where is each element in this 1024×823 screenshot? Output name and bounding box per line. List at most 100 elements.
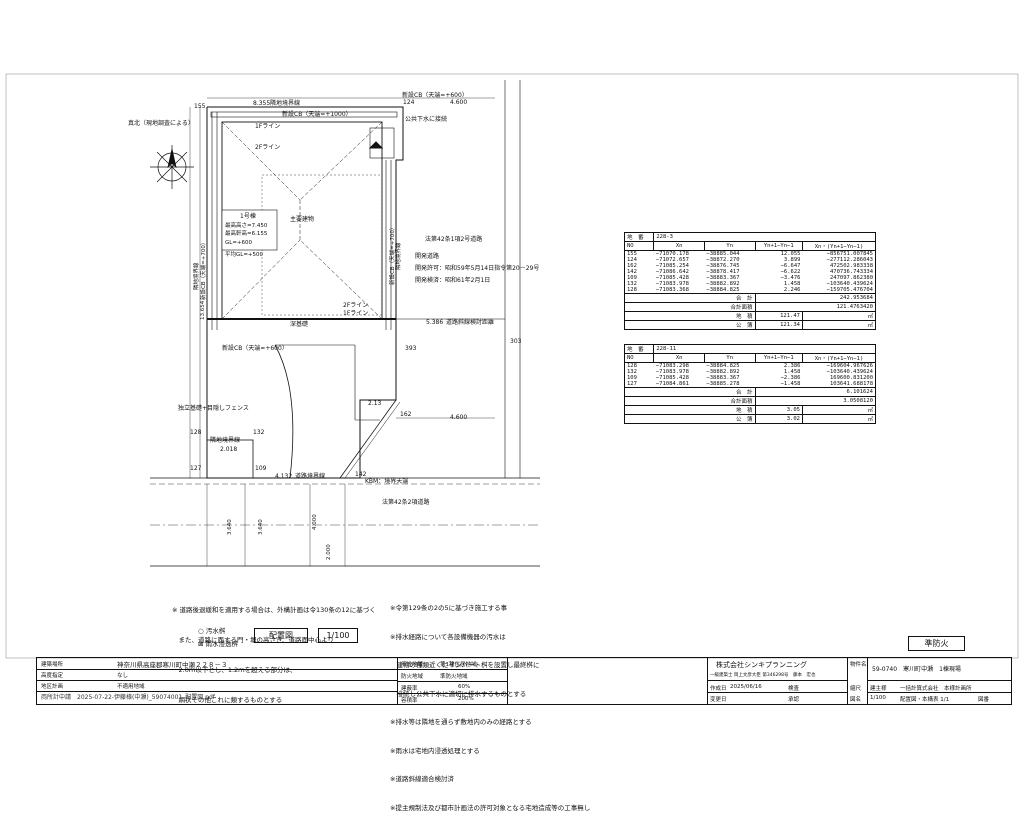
svg-text:1Fライン: 1Fライン xyxy=(343,310,368,317)
svg-text:隣地境界線: 隣地境界線 xyxy=(192,262,200,290)
svg-text:道路境界線: 道路境界線 xyxy=(295,472,325,480)
area-table-228-11: 地 番 228-11 NO Xn Yn Yn+1−Yn−1 Xn・(Yn+1−Y… xyxy=(623,344,877,424)
svg-text:隣地境界線: 隣地境界線 xyxy=(394,242,402,270)
svg-text:3.640: 3.640 xyxy=(227,519,233,535)
note-line: ※提主規制法及び都市計画法の許可対象となる宅地造成等の工事無し xyxy=(390,803,591,812)
svg-text:公共下水に接続: 公共下水に接続 xyxy=(405,115,447,123)
svg-text:新設CB（天端=+600）: 新設CB（天端=+600） xyxy=(222,344,288,352)
legend-rain: ⊠ 雨水浸透桝 xyxy=(198,640,239,648)
drawing-name-box: 配置図 xyxy=(254,628,308,643)
file-name: 両所計中請 2025-07-22-伊藤様(中瀬)_59074001_配置図.pd… xyxy=(41,694,215,701)
location-value: 神奈川県高座郡寒川町中瀬２２８－３ xyxy=(117,661,228,669)
svg-text:109: 109 xyxy=(255,465,267,472)
svg-text:開発道路: 開発道路 xyxy=(415,252,439,260)
cb-wall-top xyxy=(210,111,398,118)
svg-text:隣地境界線: 隣地境界線 xyxy=(210,436,240,444)
scale-box: 1/100 xyxy=(318,628,358,643)
svg-text:2.13: 2.13 xyxy=(368,400,382,407)
svg-text:平均GL=+500: 平均GL=+500 xyxy=(225,250,264,258)
svg-text:2Fライン: 2Fライン xyxy=(343,302,368,309)
svg-text:155: 155 xyxy=(194,103,206,110)
table-title-row: 地 番 228-11 xyxy=(623,344,876,354)
building-info-box: 1号棟 最高高さ=7.450 最高軒高=6.155 GL=+600 平均GL=+… xyxy=(221,209,278,258)
svg-text:新設CB（天端=+700）: 新設CB（天端=+700） xyxy=(388,225,396,285)
svg-text:道路斜線検討距離: 道路斜線検討距離 xyxy=(446,318,494,326)
svg-text:独立基礎+目隠しフェンス: 独立基礎+目隠しフェンス xyxy=(178,404,249,412)
note-line: ※令第129条の2の5に基づき施工する事 xyxy=(390,604,508,612)
legend-sewer: ○ 汚水桝 xyxy=(198,627,226,635)
property-name: 59-0740 寒川町中瀬 1棟現場 xyxy=(872,666,961,673)
svg-text:2Fライン: 2Fライン xyxy=(255,144,280,151)
note-line: 網状その他これに類するものとする xyxy=(172,696,283,704)
svg-text:新設CB（天端=+600）: 新設CB（天端=+600） xyxy=(402,91,468,99)
svg-text:開発検済：昭和61年2月1日: 開発検済：昭和61年2月1日 xyxy=(415,276,490,284)
site-plan xyxy=(150,80,540,567)
svg-text:主要建物: 主要建物 xyxy=(290,215,314,223)
svg-text:隣地境界線: 隣地境界線 xyxy=(270,99,300,107)
svg-text:4.600: 4.600 xyxy=(450,99,467,106)
svg-text:最高軒高=6.155: 最高軒高=6.155 xyxy=(225,229,268,237)
note-line: ※雨水は宅地内浸透処理とする xyxy=(390,746,480,755)
north-label: 真北（現地調査による） xyxy=(128,119,194,127)
svg-text:法第42条2項道路: 法第42条2項道路 xyxy=(382,498,429,506)
svg-text:4.600: 4.600 xyxy=(450,414,467,421)
table-header-row: NO Xn Yn Yn+1−Yn−1 Xn・(Yn+1−Yn−1) xyxy=(623,241,877,251)
svg-text:1Fライン: 1Fライン xyxy=(255,123,280,130)
svg-text:法第42条1項2号道路: 法第42条1項2号道路 xyxy=(425,235,482,243)
svg-text:2.018: 2.018 xyxy=(220,446,237,453)
svg-text:新設CB（天端=+700）: 新設CB（天端=+700） xyxy=(199,240,207,300)
svg-text:127: 127 xyxy=(190,465,202,472)
table-title-row: 地 番 228-3 xyxy=(623,232,876,242)
svg-text:最高高さ=7.450: 最高高さ=7.450 xyxy=(225,221,268,229)
area-table-228-3: 地 番 228-3 NO Xn Yn Yn+1−Yn−1 Xn・(Yn+1−Yn… xyxy=(623,232,877,330)
svg-text:深基礎: 深基礎 xyxy=(290,320,308,328)
title-block: 建築場所 神奈川県高座郡寒川町中瀬２２８－３ 高度指定 なし 地区計画 不適用地… xyxy=(36,657,1012,705)
svg-text:13.654: 13.654 xyxy=(200,300,206,320)
legend: ○ 汚水桝 ⊠ 雨水浸透桝 xyxy=(198,625,238,651)
table-header-row: NO Xn Yn Yn+1−Yn−1 Xn・(Yn+1−Yn−1) xyxy=(623,353,877,363)
note-line: 建物の種類近くにインバート桝を設置し最終桝に xyxy=(390,661,540,669)
svg-text:5.386: 5.386 xyxy=(426,319,443,326)
site-boundary xyxy=(206,106,404,479)
note-line: ※ 道路後退緩和を適用する場合は、外構計画は令130条の12に基づく xyxy=(172,606,376,614)
svg-text:4.132: 4.132 xyxy=(275,473,292,480)
note-line: ※道路斜線適合検討済 xyxy=(390,775,454,783)
svg-text:1号棟: 1号棟 xyxy=(240,212,256,220)
svg-text:開発許可：昭和59年5月14日指令第20－29号: 開発許可：昭和59年5月14日指令第20－29号 xyxy=(415,264,539,272)
site-plan-drawing: 真北（現地調査による） 8.355 隣地境界線 新設CB（天端=+600） 新設… xyxy=(5,73,1019,659)
location-label: 建築場所 xyxy=(41,662,64,668)
svg-text:303: 303 xyxy=(510,338,522,345)
svg-text:393: 393 xyxy=(405,345,417,352)
fire-zone-stamp: 準防火 xyxy=(908,636,965,651)
company-name: 株式会社シンキプランニング xyxy=(716,661,807,669)
svg-text:2.000: 2.000 xyxy=(326,544,332,560)
svg-text:128: 128 xyxy=(190,429,202,436)
north-arrow-icon xyxy=(150,145,194,189)
note-line: ※排水等は隣地を通らず敷地内のみの経路とする xyxy=(390,718,532,726)
svg-text:KBM：境界天端: KBM：境界天端 xyxy=(365,477,408,485)
svg-text:132: 132 xyxy=(253,429,265,436)
svg-text:4.000: 4.000 xyxy=(312,514,318,530)
notes-left: ※ 道路後退緩和を適用する場合は、外構計画は令130条の12に基づく また、道路… xyxy=(172,585,376,715)
svg-text:124: 124 xyxy=(403,99,415,106)
drawing-frame xyxy=(5,73,1019,659)
